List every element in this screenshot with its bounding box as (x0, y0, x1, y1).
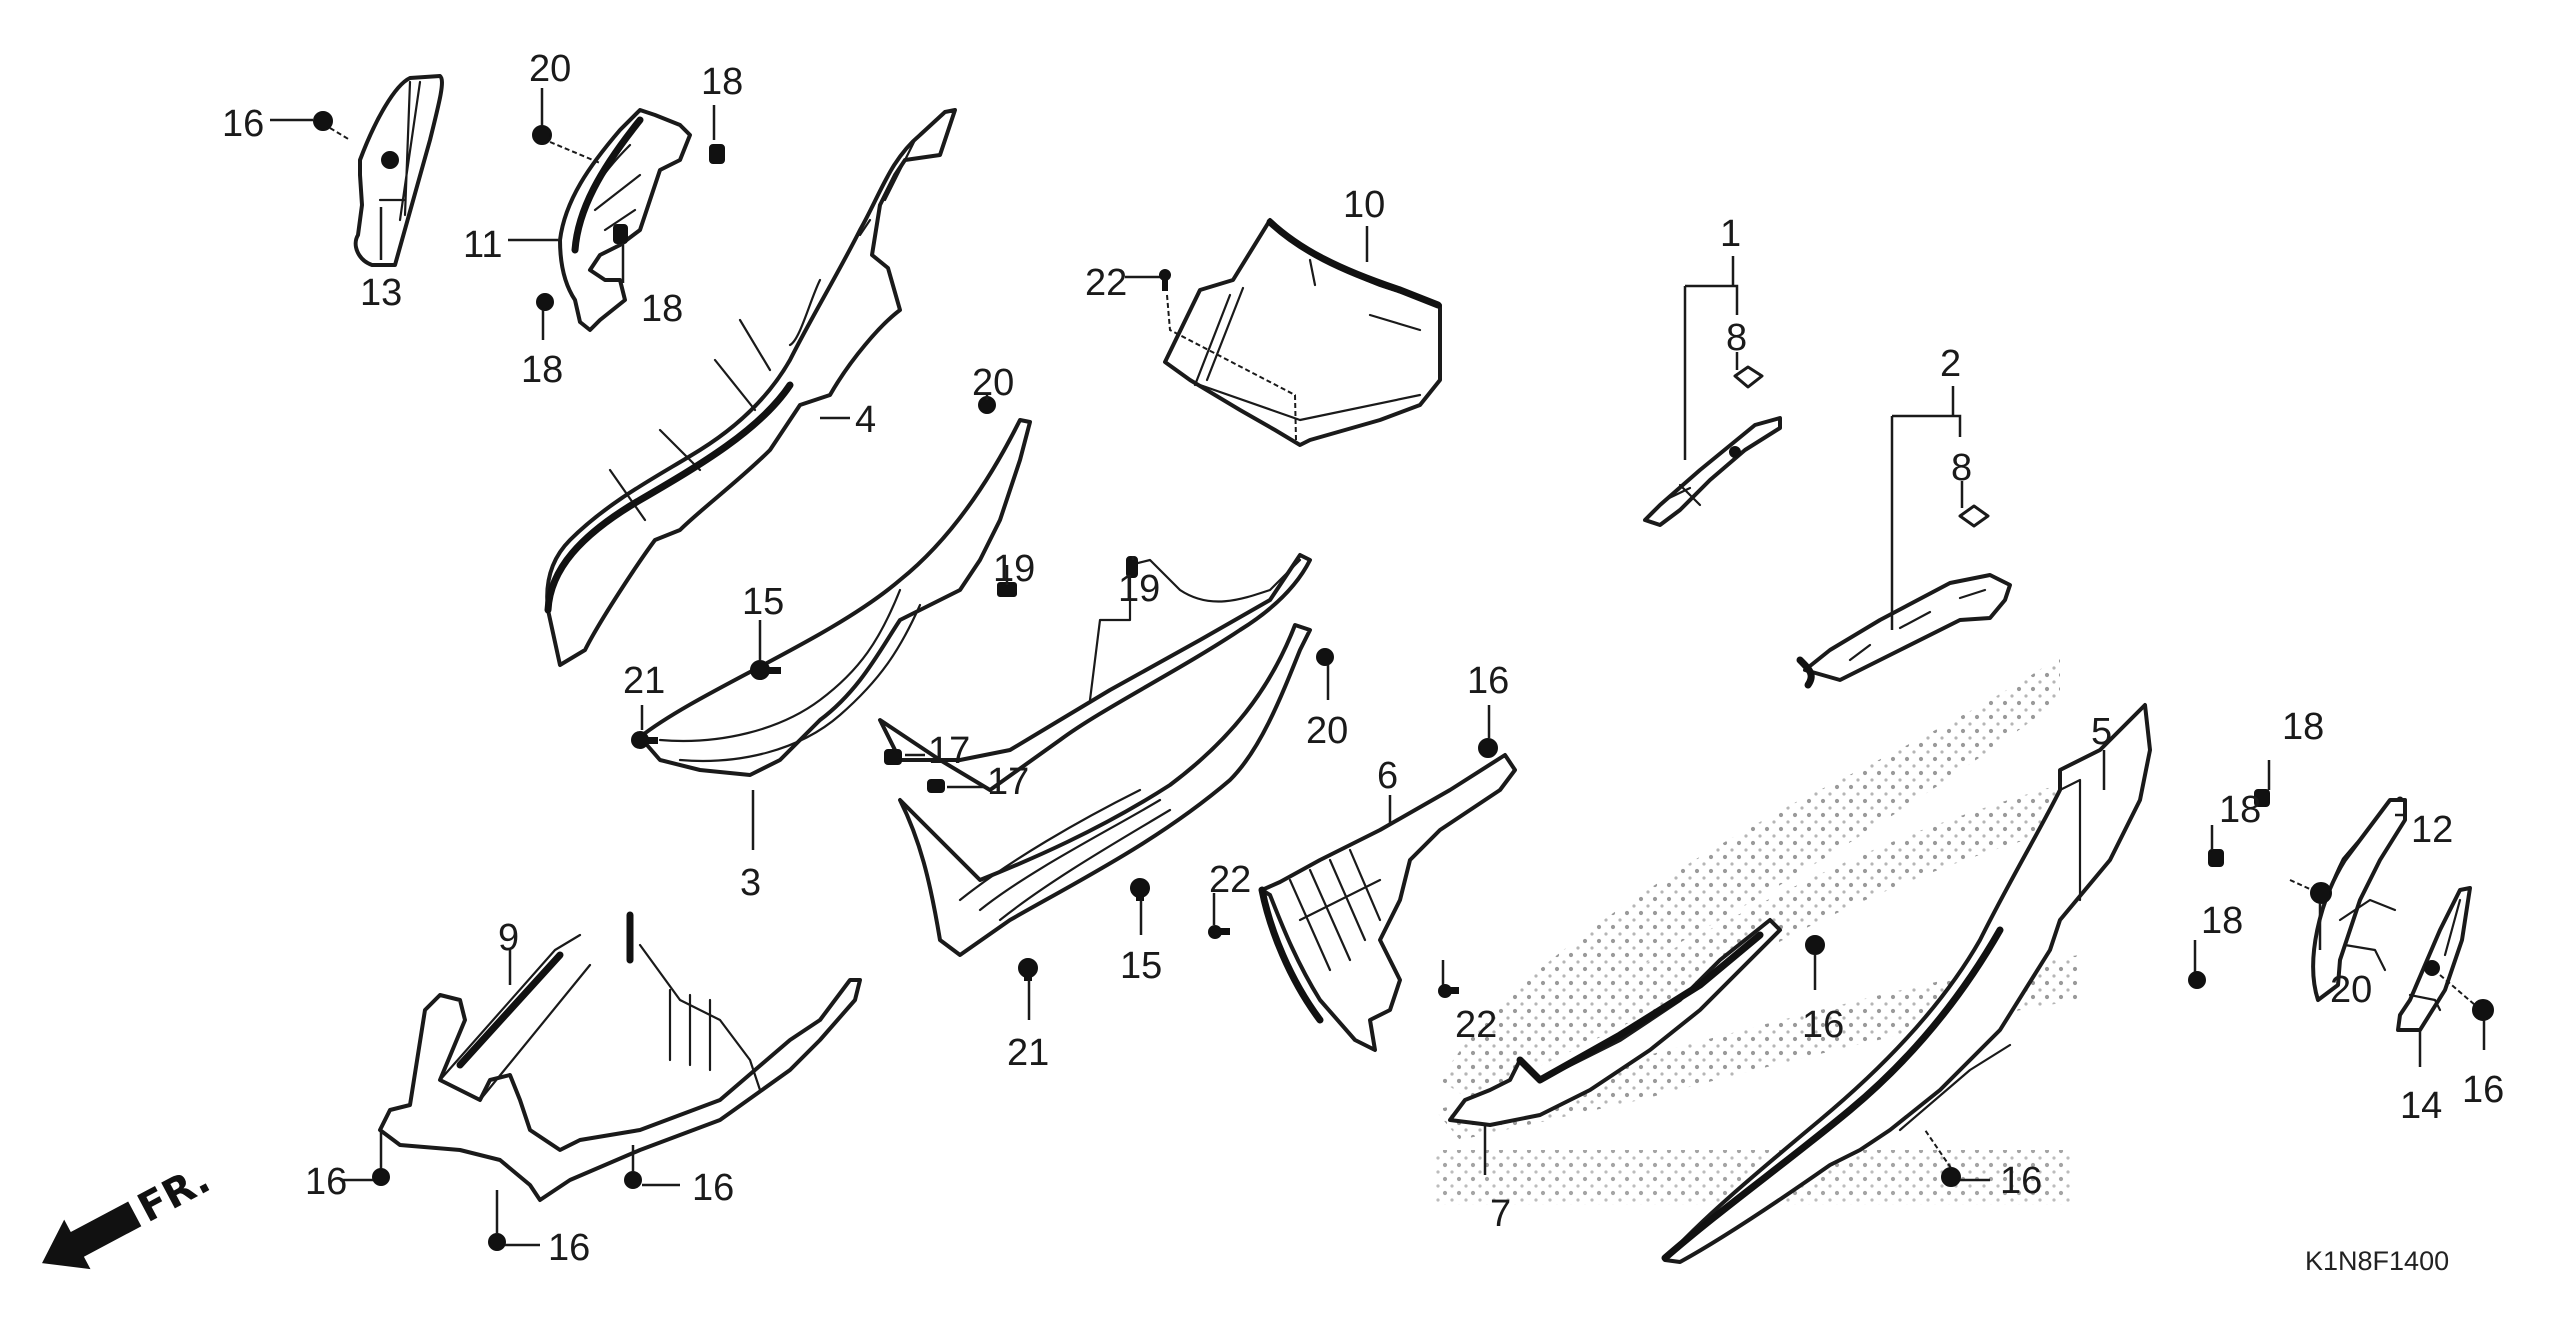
callout-4[interactable]: 4 (855, 399, 876, 441)
screw-16e[interactable] (624, 1171, 642, 1189)
callout-14[interactable]: 14 (2400, 1085, 2442, 1127)
callout-20d[interactable]: 20 (2330, 969, 2372, 1011)
screw-16g[interactable] (1805, 935, 1825, 955)
part-1-strip[interactable] (1643, 416, 1782, 527)
screw-21b[interactable] (1018, 958, 1038, 981)
screw-22b[interactable] (1208, 925, 1230, 939)
callout-17a[interactable]: 17 (928, 730, 970, 772)
callout-17b[interactable]: 17 (987, 761, 1029, 803)
part-14-cover[interactable] (2396, 886, 2472, 1032)
screw-16f[interactable] (488, 1233, 506, 1251)
callout-16f[interactable]: 16 (548, 1227, 590, 1269)
callouts: 1 2 3 4 5 6 7 8 8 9 10 11 12 13 14 15 15… (222, 48, 2504, 1269)
clip-18e[interactable] (2208, 849, 2224, 867)
front-direction-indicator: FR. (42, 1156, 218, 1270)
callout-16h[interactable]: 16 (2000, 1160, 2042, 1202)
front-direction-label: FR. (131, 1156, 218, 1231)
callout-12[interactable]: 12 (2411, 809, 2453, 851)
callout-22b[interactable]: 22 (1209, 859, 1251, 901)
screw-22a[interactable] (1159, 269, 1171, 291)
part-3-floor-panel[interactable] (638, 418, 1312, 957)
callout-10[interactable]: 10 (1343, 184, 1385, 226)
callout-6[interactable]: 6 (1377, 755, 1398, 797)
part-8a-pad[interactable] (1733, 365, 1764, 389)
clip-18c[interactable] (536, 293, 554, 311)
part-12-bracket[interactable] (2311, 796, 2407, 1002)
callout-5[interactable]: 5 (2091, 711, 2112, 753)
callout-18a[interactable]: 18 (701, 61, 743, 103)
callout-16e[interactable]: 16 (692, 1167, 734, 1209)
part-2-strip[interactable] (1796, 573, 2012, 689)
callout-15b[interactable]: 15 (1120, 945, 1162, 987)
callout-2[interactable]: 2 (1940, 343, 1961, 385)
screw-15b[interactable] (1130, 878, 1150, 901)
callout-18f[interactable]: 18 (2201, 900, 2243, 942)
callout-22a[interactable]: 22 (1085, 262, 1127, 304)
callout-9[interactable]: 9 (498, 917, 519, 959)
screw-20d[interactable] (2310, 882, 2332, 904)
diagram-code: K1N8F1400 (2305, 1246, 2449, 1276)
callout-21b[interactable]: 21 (1007, 1032, 1049, 1074)
part-4-inner-panel[interactable] (544, 108, 957, 667)
callout-18d[interactable]: 18 (2282, 706, 2324, 748)
callout-1[interactable]: 1 (1720, 213, 1741, 255)
part-9-frame[interactable] (378, 911, 862, 1202)
part-8b-pad[interactable] (1958, 504, 1990, 528)
screw-16h[interactable] (1941, 1167, 1961, 1187)
part-6-inner-cover[interactable] (1258, 753, 1517, 1052)
callout-21a[interactable]: 21 (623, 660, 665, 702)
clip-18b[interactable] (613, 224, 628, 244)
callout-18b[interactable]: 18 (641, 288, 683, 330)
callout-8a[interactable]: 8 (1726, 317, 1747, 359)
part-13-cover[interactable] (353, 74, 444, 267)
leader-16e (631, 1145, 680, 1187)
part-7-side-strip[interactable] (1448, 918, 1782, 1127)
callout-15a[interactable]: 15 (742, 581, 784, 623)
bracket-2 (1890, 386, 1962, 630)
callout-8b[interactable]: 8 (1951, 447, 1972, 489)
callout-20b[interactable]: 20 (972, 362, 1014, 404)
callout-19a[interactable]: 19 (993, 548, 1035, 590)
screw-20a[interactable] (532, 125, 552, 145)
callout-18c[interactable]: 18 (521, 349, 563, 391)
leader-16a-dash (329, 127, 351, 141)
callout-11[interactable]: 11 (463, 224, 502, 266)
callout-19b[interactable]: 19 (1118, 568, 1160, 610)
screw-16c[interactable] (1478, 738, 1498, 758)
callout-16g[interactable]: 16 (1802, 1004, 1844, 1046)
leader-20a-dash (549, 141, 601, 164)
screw-21a[interactable] (631, 731, 658, 749)
callout-20a[interactable]: 20 (529, 48, 571, 90)
leader-20d-dash (2289, 879, 2313, 891)
clip-18f[interactable] (2188, 971, 2206, 989)
callout-7[interactable]: 7 (1490, 1193, 1511, 1235)
clip-17b[interactable] (927, 779, 945, 793)
callout-13[interactable]: 13 (360, 272, 402, 314)
callout-16a[interactable]: 16 (222, 103, 264, 145)
screw-20c[interactable] (1316, 648, 1334, 666)
screw-15a[interactable] (750, 660, 781, 680)
part-10-center-cover[interactable] (1163, 218, 1442, 447)
callout-3[interactable]: 3 (740, 862, 761, 904)
screw-16d[interactable] (372, 1168, 390, 1186)
clip-18d[interactable] (2254, 789, 2270, 807)
front-direction-arrow-icon (42, 1201, 142, 1270)
screw-22c[interactable] (1438, 984, 1459, 998)
callout-18e[interactable]: 18 (2219, 789, 2261, 831)
leader-16d (340, 1130, 383, 1182)
clip-17a[interactable] (884, 749, 902, 765)
callout-16d[interactable]: 16 (305, 1161, 347, 1203)
callout-16b[interactable]: 16 (2462, 1069, 2504, 1111)
callout-22c[interactable]: 22 (1455, 1004, 1497, 1046)
leader-22a-to-10 (1166, 294, 1297, 441)
callout-16c[interactable]: 16 (1467, 660, 1509, 702)
screw-16b[interactable] (2472, 999, 2494, 1021)
screw-16a[interactable] (313, 111, 333, 131)
leader-16f (495, 1190, 540, 1247)
callout-20c[interactable]: 20 (1306, 710, 1348, 752)
part-5-side-cover[interactable] (1661, 703, 2152, 1264)
clip-18a[interactable] (709, 144, 725, 164)
part-11-bracket[interactable] (558, 108, 692, 332)
bracket-1 (1683, 256, 1739, 460)
